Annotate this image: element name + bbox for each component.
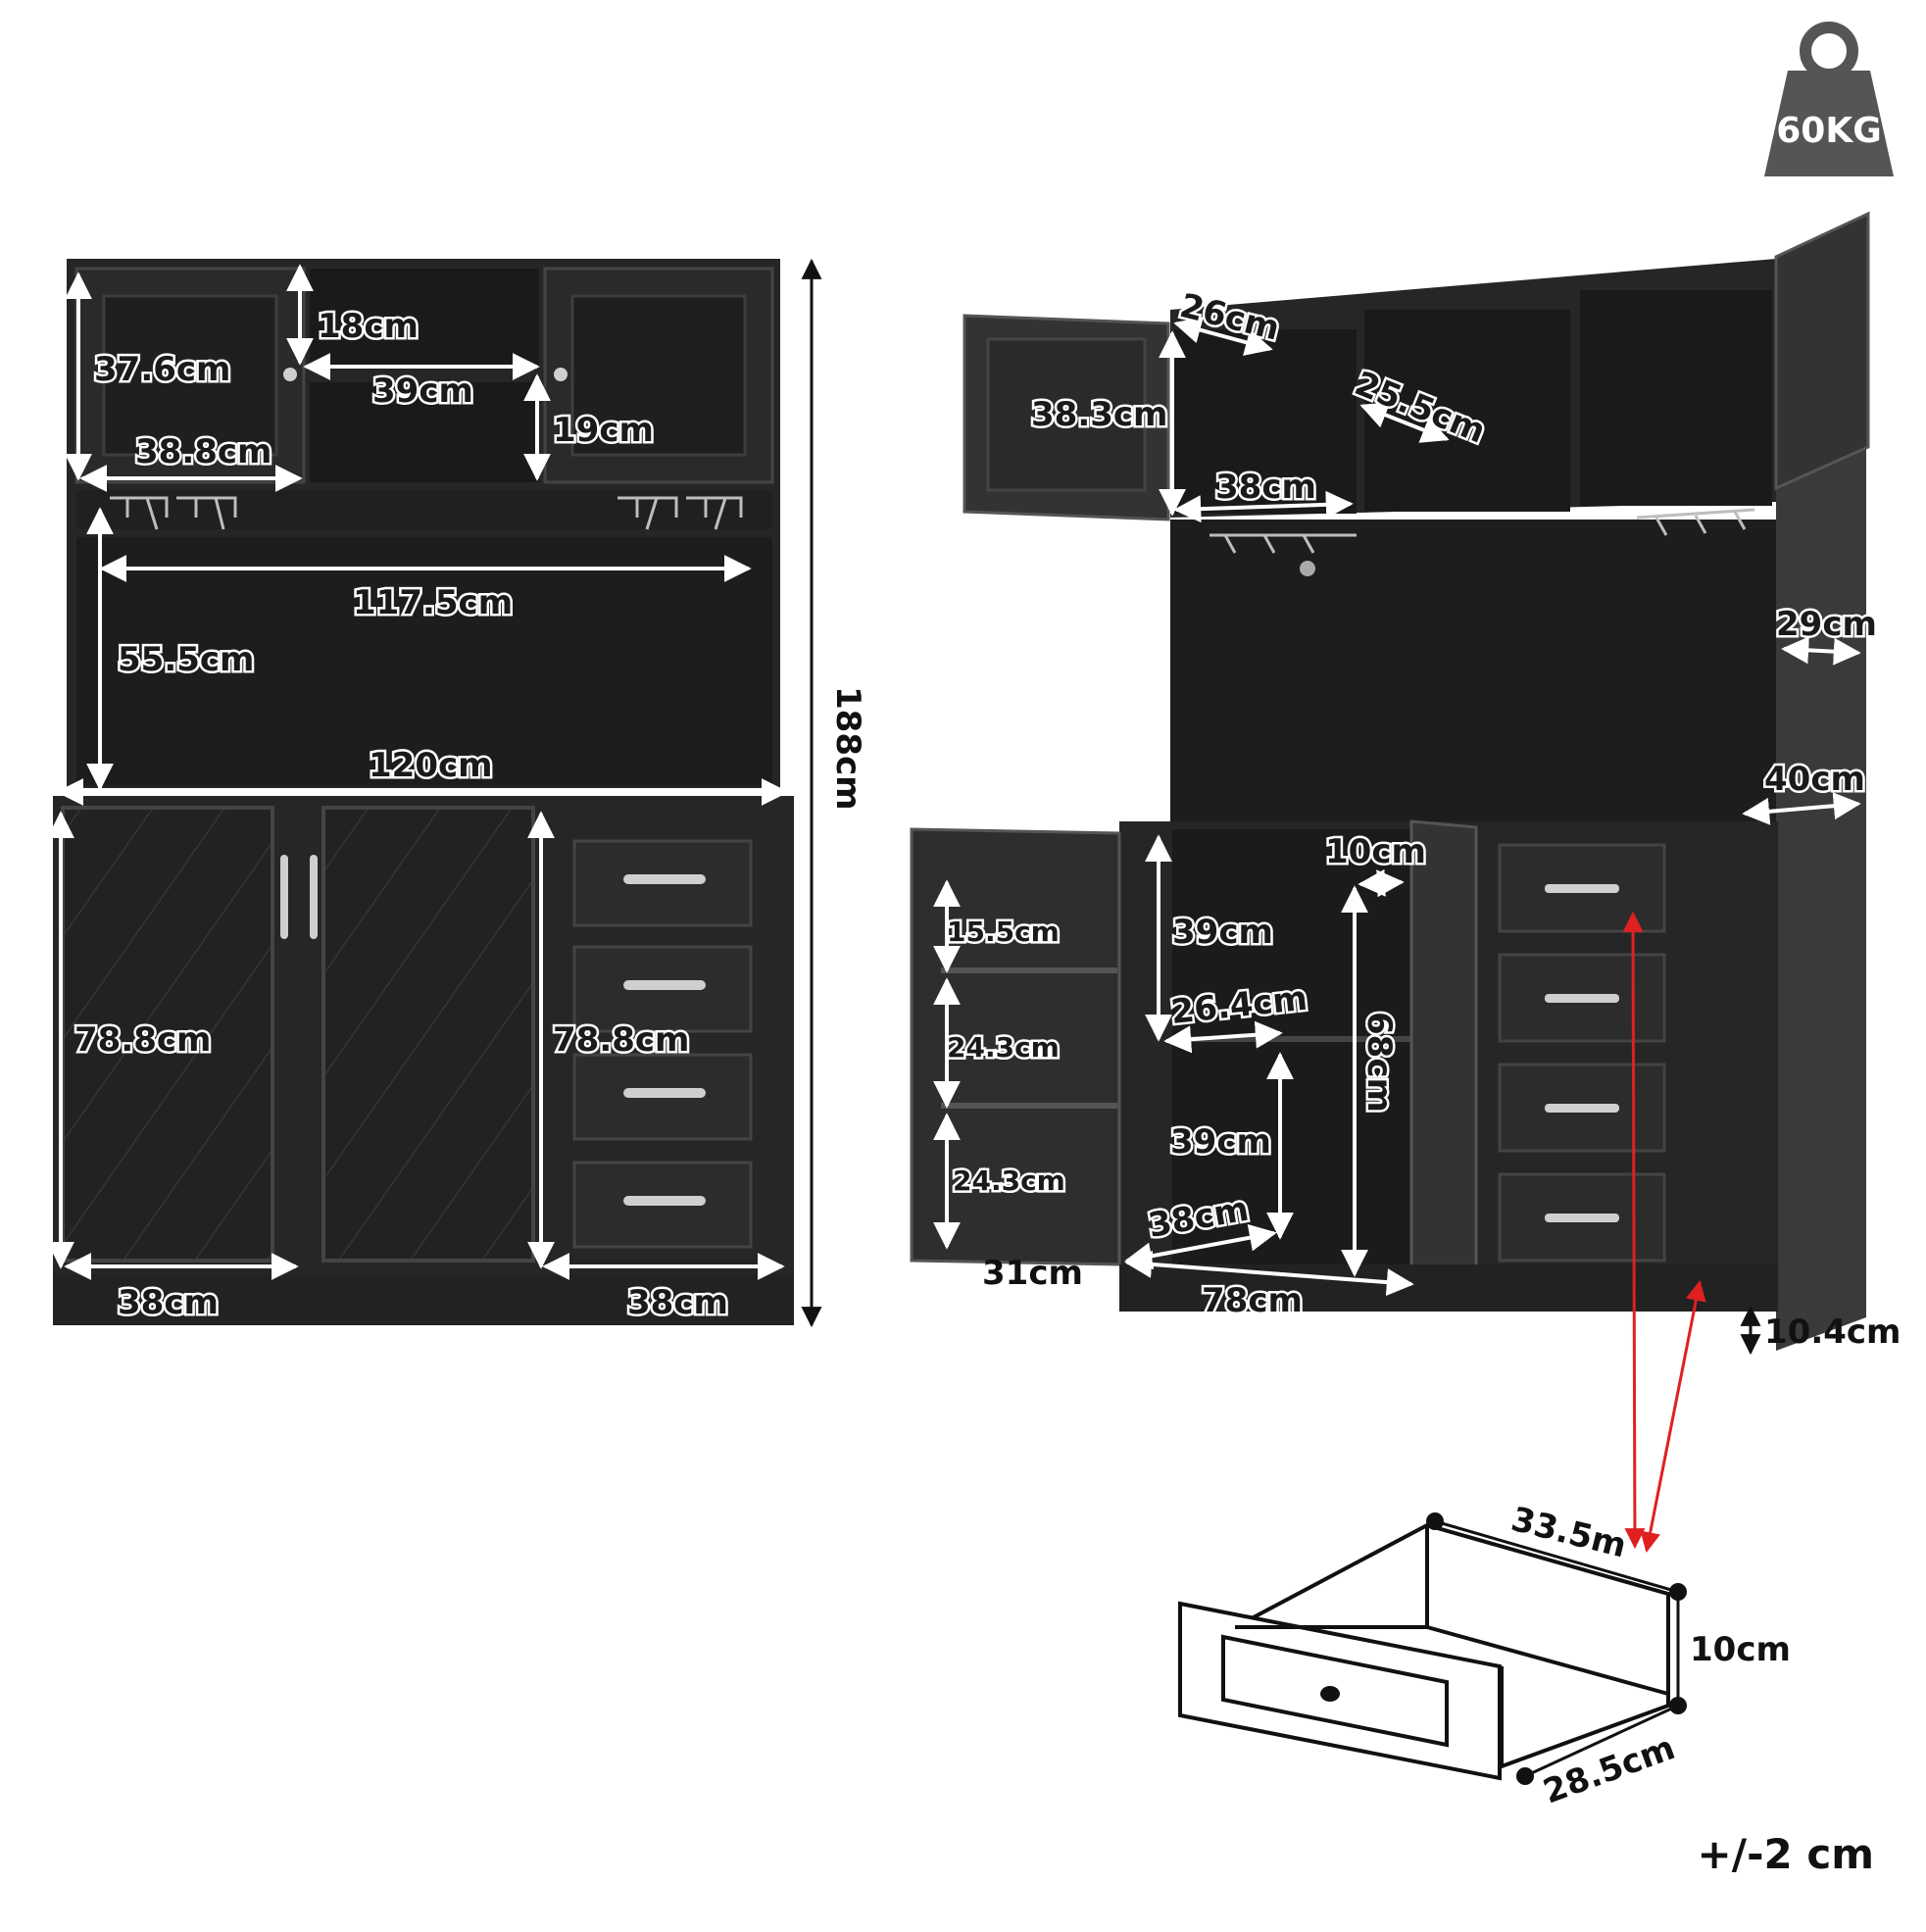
label-door-shelf-3: 24.3cm [953,1164,1065,1197]
handle-icon [623,1088,706,1098]
side-open-shelf [1170,520,1776,823]
wine-glass-rack-icon [110,496,743,530]
front-lower-left-door [61,806,274,1263]
label-drawer-length: 33.5m [1507,1500,1630,1566]
handle-icon [280,855,288,939]
label-base-depth: 40cm [1764,760,1865,799]
label-drawer-column-width: 38cm [627,1283,728,1322]
weight-ring-icon [1800,22,1858,80]
handle-icon [1545,994,1619,1003]
side-panel [1776,431,1866,1351]
glass-rack-strip [76,490,772,529]
weight-badge: 60KG [1764,22,1894,176]
drawer-dimension-lines [1434,1519,1680,1778]
side-upper-left-compartment [1174,329,1357,514]
handle-icon [1545,884,1619,893]
label-open-shelf-width: 117.5cm [353,583,513,622]
arrow-inner-shelf-depth [1163,1020,1283,1054]
label-upper-inner-width: 38cm [1215,468,1316,507]
label-open-shelf-height: 55.5cm [118,640,254,679]
handle-icon [623,874,706,884]
arrow-upper-inner-width [1173,490,1354,523]
drawer-knob-icon [1320,1686,1340,1702]
label-total-height: 188cm [828,686,867,811]
label-inner-upper-height: 39cm [1172,913,1273,952]
side-upper-right-compartment [1580,290,1772,506]
handle-icon [623,1196,706,1206]
side-upper-left-door-panel [986,337,1147,492]
front-upper-left-door-panel [102,294,278,457]
line-drawer-length [1434,1519,1679,1594]
label-total-width: 120cm [369,746,493,785]
label-inner-lower-height: 39cm [1170,1122,1271,1162]
light-icon [1300,561,1315,576]
arrow-door-gap [1358,868,1405,898]
drawer-bottom-edge [1426,1625,1669,1696]
label-cubby-width: 39cm [372,372,473,411]
front-cubby-top [310,269,539,367]
label-drawer-column-height: 78.8cm [553,1020,689,1060]
knob-icon [283,368,297,381]
line-drawer-width [1524,1704,1679,1778]
side-upper-right-door [1774,211,1870,491]
handle-icon [310,855,318,939]
label-door-gap: 10cm [1325,832,1426,871]
label-upper-door-height: 37.6cm [94,350,230,389]
label-door-width: 31cm [982,1254,1083,1293]
handle-icon [1545,1214,1619,1222]
drawer-callout-arrows [1622,911,1706,1554]
label-hutch-depth: 29cm [1776,605,1877,644]
weight-icon [1764,71,1894,176]
front-drawer-stack [572,839,753,1249]
side-lower-right-door [1409,819,1478,1302]
knob-icon [554,368,568,381]
tolerance-note: +/-2 cm [1698,1830,1874,1878]
label-drawer-height: 10cm [1690,1630,1791,1669]
drawer-detail [1178,1522,1670,1781]
red-arrow-left [1622,911,1646,1550]
label-cubby-bottom: 19cm [553,411,654,450]
front-view-cabinet [53,259,794,1325]
front-upper-right-door-panel [570,294,747,457]
arrow-base-depth [1742,792,1861,825]
handle-icon [623,980,706,990]
front-dimension-arrows [47,264,789,1280]
label-door-shelf-2: 24.3cm [947,1031,1060,1064]
label-plinth-height: 10.4cm [1764,1313,1901,1352]
arrow-hutch-depth [1781,636,1861,666]
label-cubby-top: 18cm [318,307,419,346]
wine-glass-rack-icon [1210,508,1755,554]
front-cubby-bottom [310,382,539,482]
label-drawer-width: 28.5cm [1538,1728,1680,1811]
label-upper-door-width: 38.8cm [135,432,272,471]
red-arrow-right [1640,1279,1706,1554]
front-lower-right-door [321,806,535,1263]
weight-label: 60KG [1776,111,1882,151]
arrow-upper-depth [1173,317,1273,356]
label-door-shelf-1: 15.5cm [947,916,1060,948]
label-base-inner-width: 78cm [1202,1281,1303,1320]
label-inner-total-height: 68cm [1359,1012,1399,1113]
arrow-cubby-depth [1359,402,1450,443]
label-lower-door-width: 38cm [118,1283,219,1322]
front-plinth [53,1274,794,1325]
label-lower-door-height: 78.8cm [74,1020,211,1060]
label-upper-inner-height: 38.3cm [1031,395,1167,434]
handle-icon [1545,1104,1619,1113]
side-dimension-arrows [933,317,1861,1297]
arrow-base-inner-width [1124,1250,1414,1297]
